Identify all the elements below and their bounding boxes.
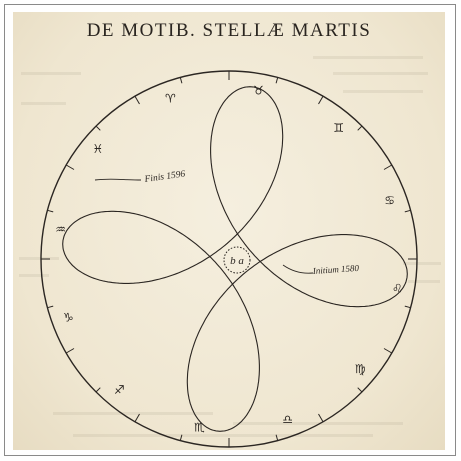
- capricorn-sign-icon: ♑: [63, 311, 74, 325]
- mars-retrograde-orbit-path: [62, 86, 408, 432]
- degree-tick: [95, 125, 101, 131]
- degree-tick: [383, 348, 393, 354]
- aquarius-sign-icon: ♒: [55, 223, 66, 237]
- taurus-sign-icon: ♉: [253, 84, 264, 98]
- degree-tick: [357, 125, 363, 131]
- degree-tick: [134, 95, 140, 105]
- degree-tick: [47, 209, 54, 213]
- page-heading: DE MOTIB. STELLÆ MARTIS: [86, 20, 372, 41]
- annotation-right: Initium 1580: [311, 263, 359, 276]
- libra-sign-icon: ♎: [282, 413, 293, 427]
- leader-line-upper: [94, 178, 142, 181]
- degree-tick: [65, 348, 75, 354]
- degree-tick: [47, 305, 54, 309]
- degree-tick: [404, 305, 411, 309]
- virgo-sign-icon: ♍: [355, 362, 366, 376]
- degree-tick: [404, 209, 411, 213]
- degree-tick: [318, 413, 324, 423]
- leo-sign-icon: ♌: [392, 282, 403, 296]
- zodiac-signs: ♈ ♉ ♊ ♋ ♌ ♍ ♎ ♏ ♐ ♑ ♒ ♓: [55, 84, 403, 435]
- pisces-sign-icon: ♓: [93, 142, 104, 156]
- book-page: DE MOTIB. STELLÆ MARTIS ♈ ♉ ♊ ♋ ♌ ♍ ♎ ♏ ♐ ♑ ♒ ♓ b a…: [13, 12, 445, 450]
- degree-tick: [179, 77, 183, 84]
- degree-ticks: [41, 71, 417, 447]
- aries-sign-icon: ♈: [165, 91, 176, 105]
- scorpio-sign-icon: ♏: [194, 420, 205, 434]
- center-label: b a: [230, 255, 244, 267]
- degree-tick: [179, 434, 183, 441]
- degree-tick: [275, 77, 279, 84]
- degree-tick: [95, 387, 101, 393]
- degree-tick: [275, 434, 279, 441]
- annotation-upper: Finis 1596: [143, 169, 186, 185]
- planetary-orbit-diagram: ♈ ♉ ♊ ♋ ♌ ♍ ♎ ♏ ♐ ♑ ♒ ♓ b a Finis 1596 Initium 1580: [19, 56, 441, 448]
- degree-tick: [357, 387, 363, 393]
- gemini-sign-icon: ♊: [333, 121, 344, 135]
- degree-tick: [65, 164, 75, 170]
- leader-line-right: [282, 264, 314, 274]
- degree-tick: [134, 413, 140, 423]
- cancer-sign-icon: ♋: [384, 193, 395, 207]
- sagittarius-sign-icon: ♐: [114, 383, 125, 397]
- degree-tick: [383, 164, 393, 170]
- degree-tick: [318, 95, 324, 105]
- earth-center-circle: [223, 246, 251, 274]
- bleed-through-text: [19, 56, 441, 437]
